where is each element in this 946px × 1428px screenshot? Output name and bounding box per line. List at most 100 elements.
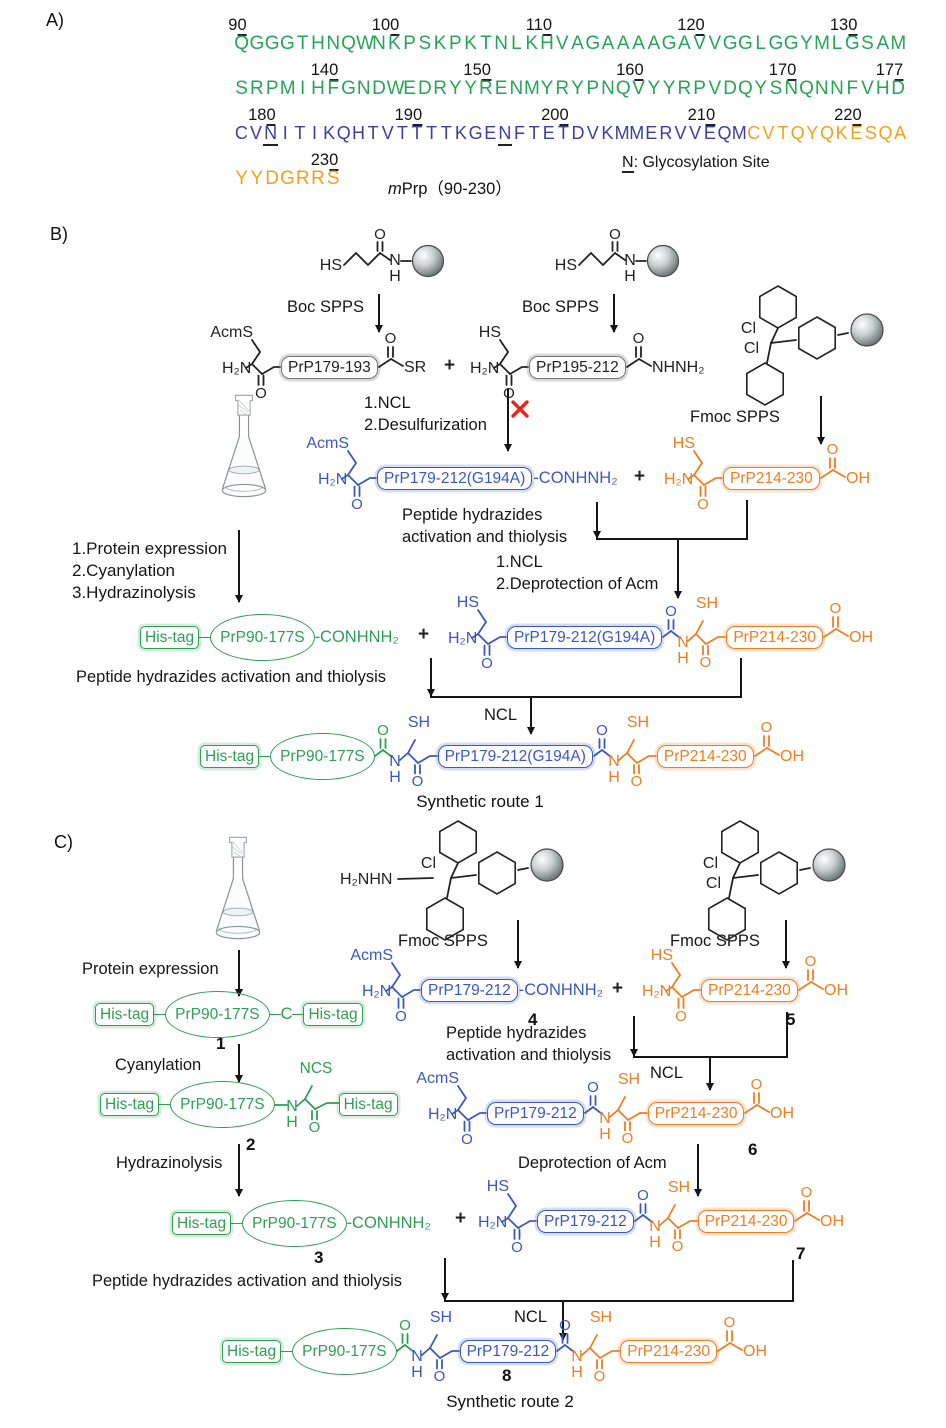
plus-sign: + xyxy=(634,466,646,487)
arrow-ncl-final-b xyxy=(526,696,535,735)
carbonyl-o-label: O xyxy=(621,1130,633,1147)
residue: N xyxy=(784,78,799,99)
residue-number: 130 xyxy=(830,16,858,36)
residue: T xyxy=(294,123,306,143)
residue: P xyxy=(265,78,279,99)
peptide-box: PrP179-212(G194A) xyxy=(377,466,533,490)
residue: T xyxy=(557,123,569,143)
residue: K xyxy=(323,123,336,143)
residue-number: 150 xyxy=(463,61,491,81)
peptide-box: PrP195-212 xyxy=(529,355,626,379)
acyl-tail-glyph: O OH xyxy=(744,1076,794,1122)
residue: N xyxy=(372,33,386,54)
flask-base xyxy=(215,925,261,940)
resin-bead-icon xyxy=(646,244,680,278)
carbonyl-o-label: O xyxy=(503,385,515,402)
flask-icon xyxy=(221,394,267,498)
merge-bar xyxy=(596,538,748,540)
tail-label: OH xyxy=(770,1105,794,1122)
amide-h-label: H xyxy=(599,1126,611,1143)
carbonyl-o-label: O xyxy=(697,496,709,513)
carbonyl-o-label: O xyxy=(637,1187,649,1204)
residue: Y xyxy=(647,78,661,99)
amide-h-label: H xyxy=(678,650,690,667)
residue: P xyxy=(449,33,462,54)
ncl-label-b: NCL xyxy=(484,706,518,724)
residue: G xyxy=(585,33,601,54)
peptide-box: PrP214-230 xyxy=(697,1209,795,1233)
glycosylation-legend: N: Glycosylation Site xyxy=(622,152,770,174)
residue: Q xyxy=(717,123,732,143)
residue: N xyxy=(497,123,513,146)
number-underlined-digit: 0 xyxy=(848,16,858,36)
hydrazinolysis-label: Hydrazinolysis xyxy=(116,1154,223,1172)
carbonyl-o-label: O xyxy=(374,226,386,243)
number-underlined-digit: 0 xyxy=(266,106,276,126)
residue: Q xyxy=(336,123,351,143)
merge-c1-arrow-left xyxy=(629,1016,638,1057)
peptide-box: PrP179-212 xyxy=(487,1101,584,1125)
arrow-ncl-desulf xyxy=(503,389,512,452)
ncl-deprotection-label: 1.NCL 2.Deprotection of Acm xyxy=(496,551,658,595)
thiol-label: HS xyxy=(479,324,501,341)
carbonyl-o-label: O xyxy=(665,603,677,620)
caption-italic-m: m xyxy=(388,180,402,198)
residue: Q xyxy=(819,123,834,143)
residue: V xyxy=(708,33,722,54)
hs-label: HS xyxy=(555,257,577,274)
residue: A xyxy=(647,33,661,54)
arrow-fmoc-b xyxy=(816,396,825,445)
hydrazides-line2: activation and thiolysis xyxy=(446,1046,612,1064)
resin-bead-icon xyxy=(411,244,445,278)
peptide-box: PrP214-230 xyxy=(701,978,798,1002)
residue: A xyxy=(616,33,630,54)
cyanylation-label: Cyanylation xyxy=(115,1056,202,1074)
amide-n-label: N xyxy=(599,1110,611,1127)
bond xyxy=(199,636,211,638)
number-underlined-digit: 0 xyxy=(559,106,569,126)
residue: G xyxy=(738,33,753,54)
residue: Q xyxy=(799,78,814,99)
residue: K xyxy=(835,123,848,143)
carbonyl-o-label: O xyxy=(671,1238,683,1255)
residue: I xyxy=(300,78,306,99)
residue: M xyxy=(629,123,645,143)
arrow-ncl-deprotection xyxy=(673,538,682,599)
residue: L xyxy=(755,33,766,54)
residue: G xyxy=(783,33,799,54)
plus-sign: + xyxy=(418,624,430,645)
residue: D xyxy=(372,78,386,99)
amine-label: H₂N xyxy=(362,983,391,1000)
residue: L xyxy=(511,33,522,54)
number-main: 12 xyxy=(677,16,696,34)
number-main: 17 xyxy=(875,61,895,79)
carbonyl-o-label: O xyxy=(308,1119,320,1136)
residue-number: 210 xyxy=(688,106,716,126)
his-tag-box: His-tag xyxy=(100,1092,160,1116)
number-main: 9 xyxy=(228,16,238,34)
residue-number: 140 xyxy=(311,61,339,81)
number-underlined-digit: 0 xyxy=(412,106,423,126)
amide-n-label: N xyxy=(624,252,636,269)
residue: Y xyxy=(464,78,477,99)
amine-label: H₂N xyxy=(448,630,477,647)
residue: D xyxy=(265,168,280,189)
residue: S xyxy=(235,78,248,99)
residue: G xyxy=(768,33,784,54)
step-hydrazinolysis: 3.Hydrazinolysis xyxy=(72,583,196,602)
residue: I xyxy=(312,123,318,143)
merge-c2-arrow-left xyxy=(440,1258,449,1301)
residue-number: 170 xyxy=(769,61,797,81)
carbonyl-o-label: O xyxy=(751,1076,763,1093)
